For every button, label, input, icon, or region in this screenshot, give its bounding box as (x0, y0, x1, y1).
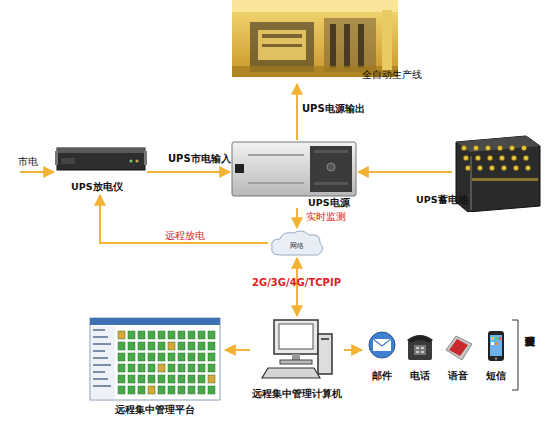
connector-line (296, 208, 298, 228)
ups-power-supply: UPS电源 (230, 140, 358, 208)
node-label: 短信 (478, 370, 514, 382)
ups-device (230, 140, 358, 198)
node-label: 远程集中管理平台 (85, 404, 225, 416)
connector-line (358, 171, 452, 173)
mains-wire (20, 171, 54, 173)
free-label: 市电 (18, 156, 38, 168)
telephone-icon (402, 330, 438, 364)
email-alert: 邮件 (364, 330, 400, 386)
platform-screenshot (85, 314, 225, 404)
voice-icon (440, 330, 476, 364)
node-label: 语音 (440, 370, 476, 382)
connector-line (147, 171, 230, 173)
ups-battery: UPS蓄电池 (452, 132, 542, 214)
node-label: 全自动生产线 (362, 69, 422, 81)
node-label: UPS蓄电池 (416, 194, 468, 206)
connector-line (296, 84, 298, 140)
sms-phone-icon (478, 330, 514, 364)
discharger-device (55, 143, 147, 177)
node-label: UPS电源 (308, 197, 350, 209)
phone-alert: 电话 (402, 330, 438, 386)
alert-bracket (362, 318, 542, 398)
connector-line (344, 349, 362, 351)
edge-label: 远程放电 (165, 230, 205, 242)
node-label: 电话 (402, 370, 438, 382)
email-icon (364, 330, 400, 364)
computer-illustration (250, 316, 344, 386)
voice-alert: 语音 (440, 330, 476, 386)
production-line-photo (232, 0, 398, 78)
node-label: 远程集中管理计算机 (250, 388, 344, 400)
edge-label: 实时监测 (306, 211, 346, 223)
network-cloud: 网络 (268, 228, 326, 258)
edge-label: UPS电源输出 (302, 103, 365, 115)
node-label: 邮件 (364, 370, 400, 382)
production-line: 全自动生产线 (232, 0, 432, 84)
ups-discharger: UPS放电仪 (55, 143, 147, 195)
connector-line (100, 195, 268, 243)
edge-label: UPS市电输入 (168, 153, 231, 165)
management-computer: 远程集中管理计算机 (250, 316, 344, 402)
node-label: 网络 (268, 240, 326, 252)
node-label: UPS放电仪 (71, 181, 123, 193)
connector-line (225, 349, 250, 351)
sms-alert: 短信 (478, 330, 514, 386)
alert-group: 预警处理邮件电话语音短信 (362, 318, 542, 398)
management-platform: 远程集中管理平台 (85, 314, 225, 420)
edge-label: 2G/3G/4G/TCPIP (252, 277, 341, 289)
